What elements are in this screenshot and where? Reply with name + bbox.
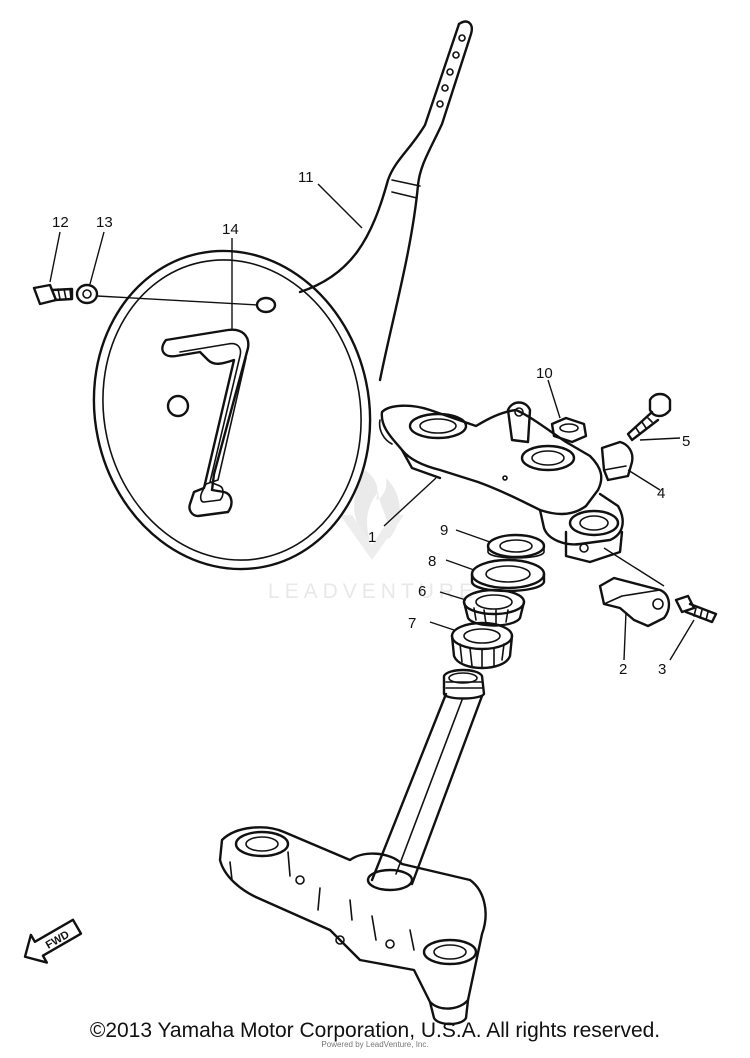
number-plate: 1 (92, 20, 473, 571)
copyright-notice: ©2013 Yamaha Motor Corporation, U.S.A. A… (89, 1019, 661, 1042)
screw-and-washer (32, 283, 259, 306)
nut (547, 379, 588, 444)
clamp-lower (598, 547, 718, 661)
steering-stem (218, 668, 487, 1026)
fwd-arrow: FWD (23, 918, 83, 964)
callout-6: 6 (418, 583, 426, 600)
callout-4: 4 (657, 485, 665, 502)
callout-10: 10 (536, 365, 553, 382)
fine-print: Powered by LeadVenture, Inc. (321, 1040, 429, 1049)
callout-11: 11 (298, 169, 314, 186)
callouts: 1 2 3 4 5 6 7 8 9 10 11 12 13 14 (52, 169, 690, 678)
callout-5: 5 (682, 433, 690, 450)
upper-bracket (378, 401, 624, 564)
callout-13: 13 (96, 214, 113, 231)
clamp-upper (600, 440, 661, 491)
callout-7: 7 (408, 615, 416, 632)
callout-14: 14 (222, 221, 239, 238)
watermark-text: LEADVENTURE (268, 580, 478, 603)
bearing-stack (429, 529, 546, 670)
callout-9: 9 (440, 522, 448, 539)
callout-2: 2 (619, 661, 627, 678)
callout-12: 12 (52, 214, 69, 231)
bolt-top (626, 392, 681, 442)
callout-1: 1 (368, 529, 376, 546)
leader-lines (49, 183, 437, 527)
callout-8: 8 (428, 553, 436, 570)
callout-3: 3 (658, 661, 666, 678)
